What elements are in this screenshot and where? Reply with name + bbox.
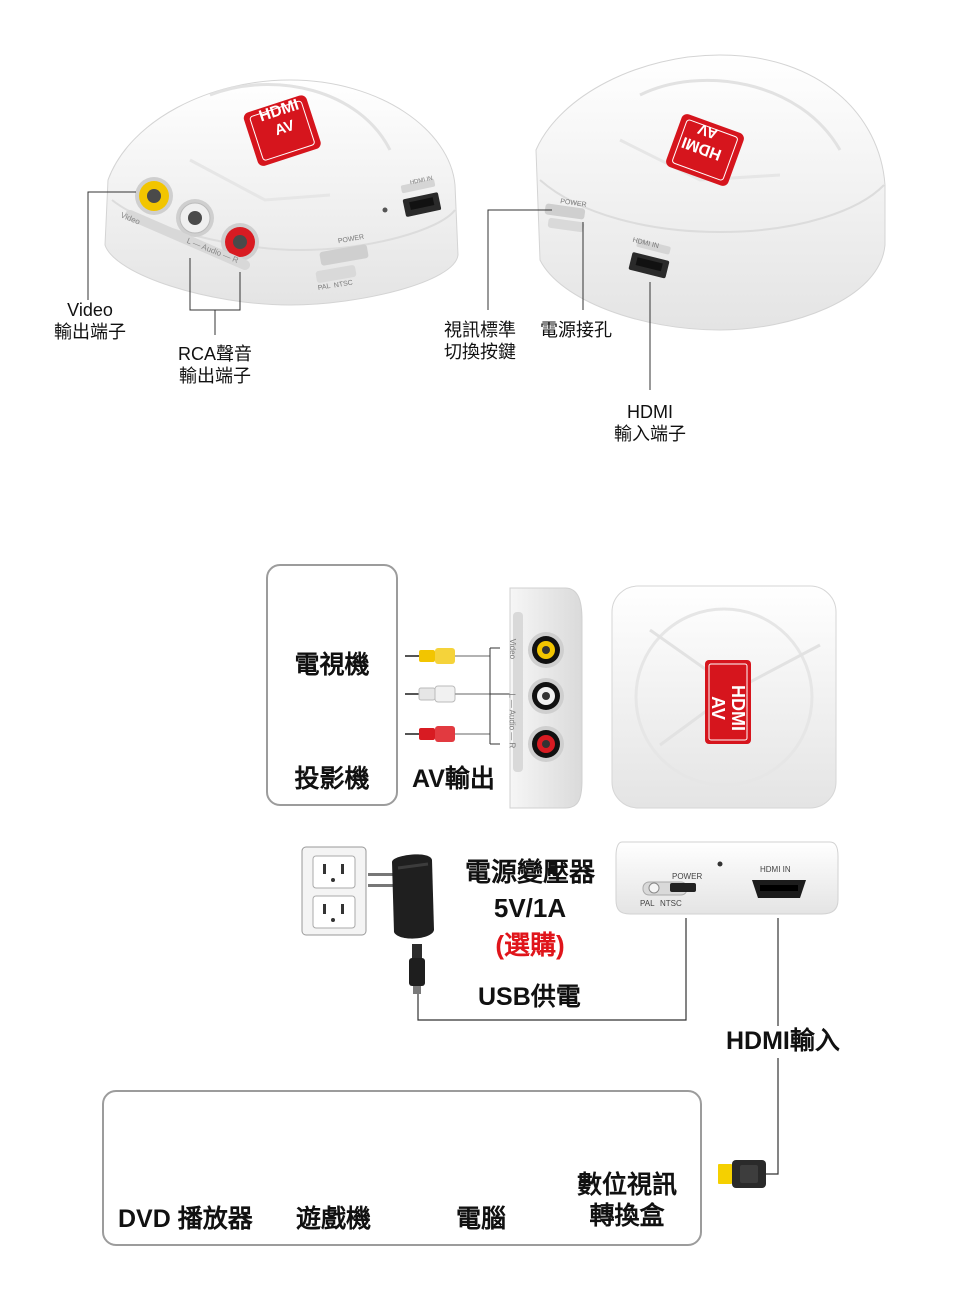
hdmi2av-badge-top-icon xyxy=(705,660,751,744)
callout-hdmi-line2: 輸入端子 xyxy=(614,423,686,444)
micro-usb-plug-icon xyxy=(409,944,425,994)
callout-rca-output: RCA聲音 輸出端子 xyxy=(160,344,270,388)
badge-text-top: HDMI AV xyxy=(708,666,748,750)
callout-rca-line1: RCA聲音 xyxy=(177,344,252,364)
callout-standard-switch: 視訊標準 切換按鍵 xyxy=(444,320,536,364)
callout-switch-line1: 視訊標準 xyxy=(444,320,516,340)
side-jack-yellow-icon xyxy=(528,632,564,668)
hdmi-in-port-front-icon xyxy=(752,880,806,898)
label-computer: 電腦 xyxy=(456,1205,507,1233)
hdmi-port-icon xyxy=(400,178,442,217)
hdmi2av-badge-rotated-icon xyxy=(666,114,744,186)
label-game-console: 遊戲機 xyxy=(296,1205,372,1233)
device-top-view xyxy=(611,585,837,809)
stb-line1: 數位視訊 xyxy=(576,1171,677,1199)
rca-jack-red-icon xyxy=(221,223,259,261)
adapter-line2: 5V/1A xyxy=(493,893,567,924)
side-label-video: Video xyxy=(508,638,518,660)
callout-video-line2: 輸出端子 xyxy=(54,321,126,342)
label-dvd-player: DVD 播放器 xyxy=(118,1205,253,1233)
callout-hdmi-input: HDMI 輸入端子 xyxy=(595,402,705,446)
callout-video-output: Video 輸出端子 xyxy=(40,300,140,344)
front-label-hdmi-in: HDMI IN xyxy=(760,865,791,874)
power-switch-port-icon xyxy=(315,244,369,283)
front-label-pal: PAL xyxy=(640,899,655,908)
side-label-audio: L — Audio — R xyxy=(507,693,517,749)
rca-jack-white-icon xyxy=(176,199,214,237)
device-back-view xyxy=(487,54,886,390)
label-tv: 電視機 xyxy=(294,651,370,679)
source-devices-box xyxy=(102,1090,702,1246)
label-power-adapter: 電源變壓器 5V/1A (選購) xyxy=(450,854,610,963)
power-adapter-icon xyxy=(368,854,434,939)
callout-power-jack: 電源接孔 xyxy=(540,320,612,340)
badge-top-line2: AV xyxy=(708,696,728,720)
rca-plug-yellow-icon xyxy=(405,648,490,664)
device-front-ports-view xyxy=(615,841,839,915)
label-av-output: AV輸出 xyxy=(412,765,495,793)
label-hdmi-input: HDMI輸入 xyxy=(724,1026,842,1057)
label-projector: 投影機 xyxy=(294,765,370,793)
badge-top-line1: HDMI xyxy=(728,685,748,731)
front-label-power: POWER xyxy=(672,872,703,881)
power-switch-back-icon xyxy=(544,203,586,233)
rca-plug-white-icon xyxy=(405,685,490,703)
callout-rca-line2: 輸出端子 xyxy=(179,365,251,386)
callout-switch-line2: 切換按鍵 xyxy=(444,341,516,362)
device-front-view xyxy=(87,79,459,335)
callout-video-line1: Video xyxy=(67,300,113,320)
display-devices-box xyxy=(266,564,398,806)
label-set-top-box: 數位視訊 轉換盒 xyxy=(572,1170,682,1231)
adapter-optional: (選購) xyxy=(495,929,565,960)
side-jack-white-icon xyxy=(528,678,564,714)
hdmi-plug-icon xyxy=(718,1160,766,1188)
wall-outlet-icon xyxy=(301,846,367,936)
rca-plug-red-icon xyxy=(405,726,490,742)
hdmi-in-port-back-icon xyxy=(628,239,671,279)
side-jack-red-icon xyxy=(528,726,564,762)
stb-line2: 轉換盒 xyxy=(589,1201,665,1230)
rca-jack-yellow-icon xyxy=(135,177,173,215)
hdmi2av-badge-icon xyxy=(243,95,321,166)
device-side-view xyxy=(509,587,583,809)
adapter-line1: 電源變壓器 xyxy=(464,857,595,887)
label-usb-power: USB供電 xyxy=(478,983,581,1011)
front-label-ntsc: NTSC xyxy=(660,899,682,908)
callout-hdmi-line1: HDMI xyxy=(627,402,673,422)
